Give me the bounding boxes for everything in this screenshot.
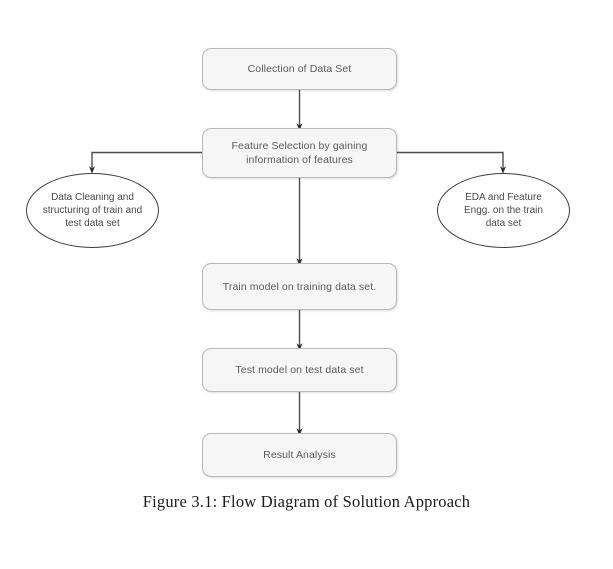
node-feature-selection-label: Feature Selection by gaining information…: [222, 139, 378, 167]
node-data-cleaning-line-1: Data Cleaning and: [51, 192, 134, 203]
node-result-analysis-label: Result Analysis: [263, 449, 336, 461]
node-train-model-label: Train model on training data set.: [222, 280, 377, 293]
node-result-analysis[interactable]: Result Analysis: [202, 433, 397, 477]
node-feature-selection-line-1: Feature Selection by gaining: [231, 140, 368, 152]
node-eda-feature-engg-line-2: Engg. on the train: [464, 205, 543, 216]
node-eda-feature-engg[interactable]: EDA and Feature Engg. on the train data …: [437, 173, 570, 248]
node-eda-feature-engg-label: EDA and Feature Engg. on the train data …: [458, 191, 549, 230]
node-feature-selection-line-2: information of features: [246, 154, 353, 166]
node-collection-of-data-set[interactable]: Collection of Data Set: [202, 48, 397, 90]
node-data-cleaning-line-2: structuring of train and: [42, 205, 143, 216]
figure-caption: Figure 3.1: Flow Diagram of Solution App…: [142, 492, 471, 511]
node-test-model[interactable]: Test model on test data set: [202, 348, 397, 392]
node-train-model[interactable]: Train model on training data set.: [202, 263, 397, 310]
node-test-model-label: Test model on test data set: [235, 364, 364, 376]
node-eda-feature-engg-line-3: data set: [485, 218, 522, 229]
node-eda-feature-engg-line-1: EDA and Feature: [465, 192, 542, 203]
node-feature-selection[interactable]: Feature Selection by gaining information…: [202, 128, 397, 178]
node-data-cleaning[interactable]: Data Cleaning and structuring of train a…: [26, 173, 159, 248]
node-collection-of-data-set-label: Collection of Data Set: [247, 63, 352, 75]
edge-feature-selection-to-eda: [397, 151, 506, 174]
edge-feature-selection-to-data-cleaning: [89, 151, 202, 174]
node-data-cleaning-label: Data Cleaning and structuring of train a…: [37, 191, 149, 230]
node-data-cleaning-line-3: test data set: [65, 218, 120, 229]
